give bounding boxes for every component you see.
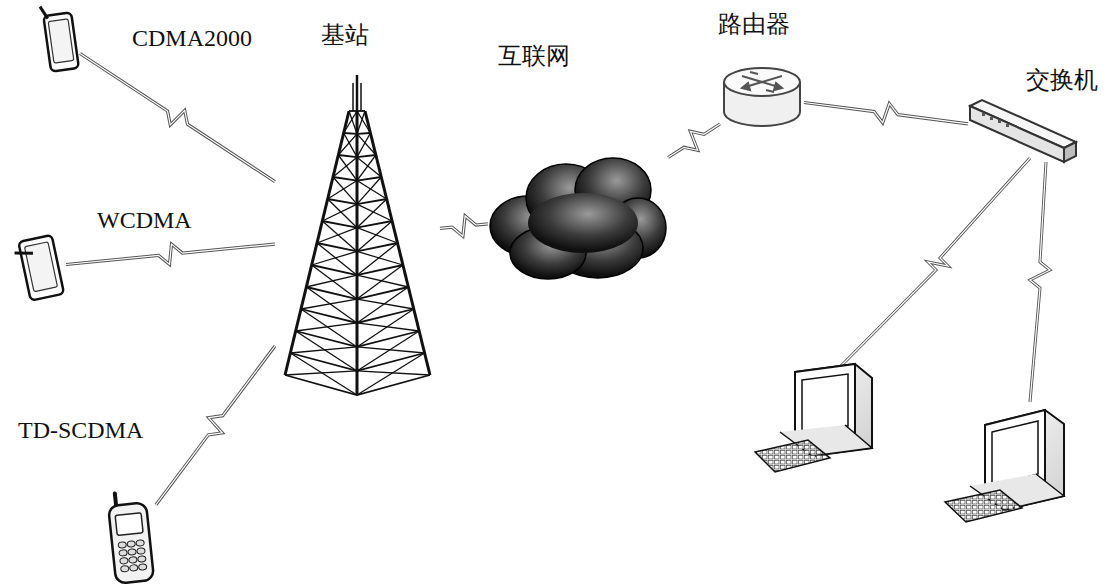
link-outline	[66, 244, 275, 264]
wireless-link	[66, 244, 275, 264]
link-outline	[668, 124, 720, 158]
mobile-device-icon	[42, 8, 80, 74]
mobile-device: CDMA2000	[42, 8, 80, 74]
computer	[755, 364, 872, 472]
wireless-link	[668, 124, 720, 158]
mobile-phone-icon	[106, 492, 156, 584]
link-core	[66, 244, 275, 264]
link-outline	[80, 54, 275, 182]
internet-cloud-icon	[488, 148, 668, 283]
computer	[945, 410, 1064, 522]
link-core	[668, 124, 720, 158]
device-label: 互联网	[496, 42, 572, 71]
device-label: WCDMA	[95, 206, 194, 235]
link-outline	[156, 346, 275, 505]
wireless-link	[440, 216, 488, 236]
link-outline	[804, 103, 968, 124]
mobile-device-icon	[14, 232, 66, 302]
mobile-phone: TD-SCDMA	[106, 492, 156, 584]
device-label: 交换机	[1024, 66, 1100, 95]
wireless-link	[156, 346, 275, 505]
device-label: 路由器	[716, 10, 792, 39]
wireless-link	[804, 103, 968, 124]
switch: 交换机	[968, 98, 1078, 164]
wireless-link	[80, 54, 275, 182]
device-label: TD-SCDMA	[16, 416, 145, 445]
device-label: 基站	[319, 21, 371, 50]
base-station: 基站	[275, 75, 440, 397]
link-core	[440, 216, 488, 236]
switch-icon	[968, 98, 1078, 164]
mobile-device: WCDMA	[14, 232, 66, 302]
router-icon	[720, 60, 804, 134]
link-outline	[440, 216, 488, 236]
router: 路由器	[720, 60, 804, 134]
link-core	[80, 54, 275, 182]
link-core	[804, 103, 968, 124]
wireless-link	[835, 158, 1050, 402]
link-core	[156, 346, 275, 505]
base-station-icon	[275, 75, 440, 397]
device-label: CDMA2000	[130, 24, 254, 53]
internet-cloud: 互联网	[488, 148, 668, 283]
